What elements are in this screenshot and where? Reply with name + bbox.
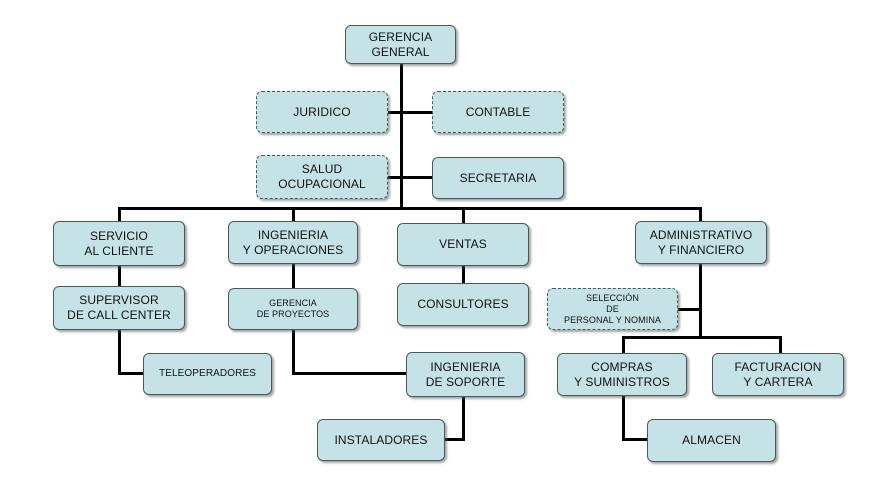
connector-gerencia-soporte-v xyxy=(292,330,295,375)
node-salud-ocupacional: SALUD OCUPACIONAL xyxy=(256,155,388,199)
node-gerencia-proyectos: GERENCIA DE PROYECTOS xyxy=(228,288,358,330)
connector-drop-ingenieria xyxy=(292,207,295,221)
node-compras-suministros: COMPRAS Y SUMINISTROS xyxy=(557,353,687,396)
node-ingenieria-soporte: INGENIERIA DE SOPORTE xyxy=(406,352,525,397)
connector-main-horizontal xyxy=(119,207,702,210)
connector-drop-facturacion xyxy=(779,336,782,353)
node-contable: CONTABLE xyxy=(432,91,564,133)
connector-ventas-consultores xyxy=(462,266,465,283)
connector-soporte-instaladores-h xyxy=(445,438,465,441)
connector-juridico xyxy=(388,111,402,114)
connector-compras-almacen-h xyxy=(622,438,647,441)
connector-supervisor-teleop-v xyxy=(118,330,121,375)
connector-drop-administrativo xyxy=(699,207,702,221)
node-gerencia-general: GERENCIA GENERAL xyxy=(345,25,456,64)
connector-gerencia-soporte-h xyxy=(292,372,406,375)
node-instaladores: INSTALADORES xyxy=(317,419,445,461)
node-juridico: JURIDICO xyxy=(256,91,388,133)
connector-compras-almacen-v xyxy=(622,396,625,441)
node-teleoperadores: TELEOPERADORES xyxy=(143,353,272,395)
node-almacen: ALMACEN xyxy=(647,419,776,462)
node-supervisor-call-center: SUPERVISOR DE CALL CENTER xyxy=(53,286,185,330)
node-administrativo-financiero: ADMINISTRATIVO Y FINANCIERO xyxy=(635,221,767,264)
node-facturacion-cartera: FACTURACION Y CARTERA xyxy=(712,353,844,396)
connector-secretaria xyxy=(400,176,432,179)
connector-ingenieria-gerencia xyxy=(292,264,295,288)
connector-drop-compras xyxy=(622,336,625,353)
connector-salud xyxy=(388,176,402,179)
connector-drop-servicio xyxy=(118,207,121,221)
node-ingenieria-operaciones: INGENIERIA Y OPERACIONES xyxy=(228,221,358,264)
connector-soporte-instaladores-v xyxy=(462,396,465,441)
node-servicio-al-cliente: SERVICIO AL CLIENTE xyxy=(53,221,185,266)
connector-trunk xyxy=(400,62,403,209)
connector-servicio-supervisor xyxy=(118,266,121,286)
connector-admin-down xyxy=(699,264,702,339)
node-consultores: CONSULTORES xyxy=(397,283,529,326)
connector-admin-horizontal xyxy=(622,336,781,339)
connector-drop-ventas xyxy=(462,207,465,223)
connector-supervisor-teleop-h xyxy=(118,372,143,375)
node-ventas: VENTAS xyxy=(397,223,529,266)
node-secretaria: SECRETARIA xyxy=(432,157,564,199)
node-seleccion-personal-nomina: SELECCIÓN DE PERSONAL Y NOMINA xyxy=(547,288,678,330)
connector-contable xyxy=(400,111,432,114)
connector-seleccion xyxy=(678,308,701,311)
